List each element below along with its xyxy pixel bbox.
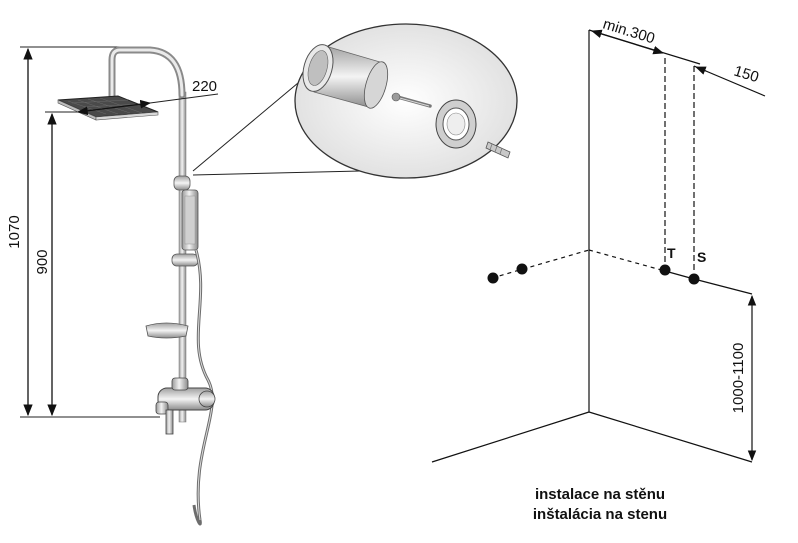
shower-hose (192, 249, 214, 526)
caption-slovak: inštalácia na stenu (532, 506, 668, 523)
mixer-tap (155, 377, 216, 435)
dimension-1070-label: 1070 (6, 215, 23, 248)
left-pipe-point-1 (487, 272, 499, 284)
screw-icon (391, 92, 432, 108)
dimension-220-line (76, 99, 152, 116)
soap-dish (145, 322, 189, 339)
dimension-150-label: 150 (732, 63, 761, 87)
cover-ring (435, 99, 477, 149)
cold-water-label: S (697, 249, 706, 265)
caption-czech: instalace na stěnu (534, 486, 666, 503)
hot-water-label: T (667, 245, 676, 261)
wall-plug-icon (485, 141, 511, 159)
bracket-detail-oval (294, 23, 518, 179)
hot-water-point (659, 264, 671, 276)
dimension-install-height-label: 1000-1100 (730, 343, 747, 414)
bracket-tube (302, 44, 389, 109)
cold-water-point (688, 273, 700, 285)
shower-column (20, 46, 219, 526)
left-pipe-point-2 (516, 263, 528, 275)
dimension-150-line (694, 66, 707, 75)
connection-points (487, 263, 700, 285)
dimension-220-label: 220 (192, 78, 217, 95)
wall-schematic (431, 29, 766, 463)
dimension-min300-line (590, 29, 665, 55)
dimension-900-label: 900 (34, 249, 51, 274)
